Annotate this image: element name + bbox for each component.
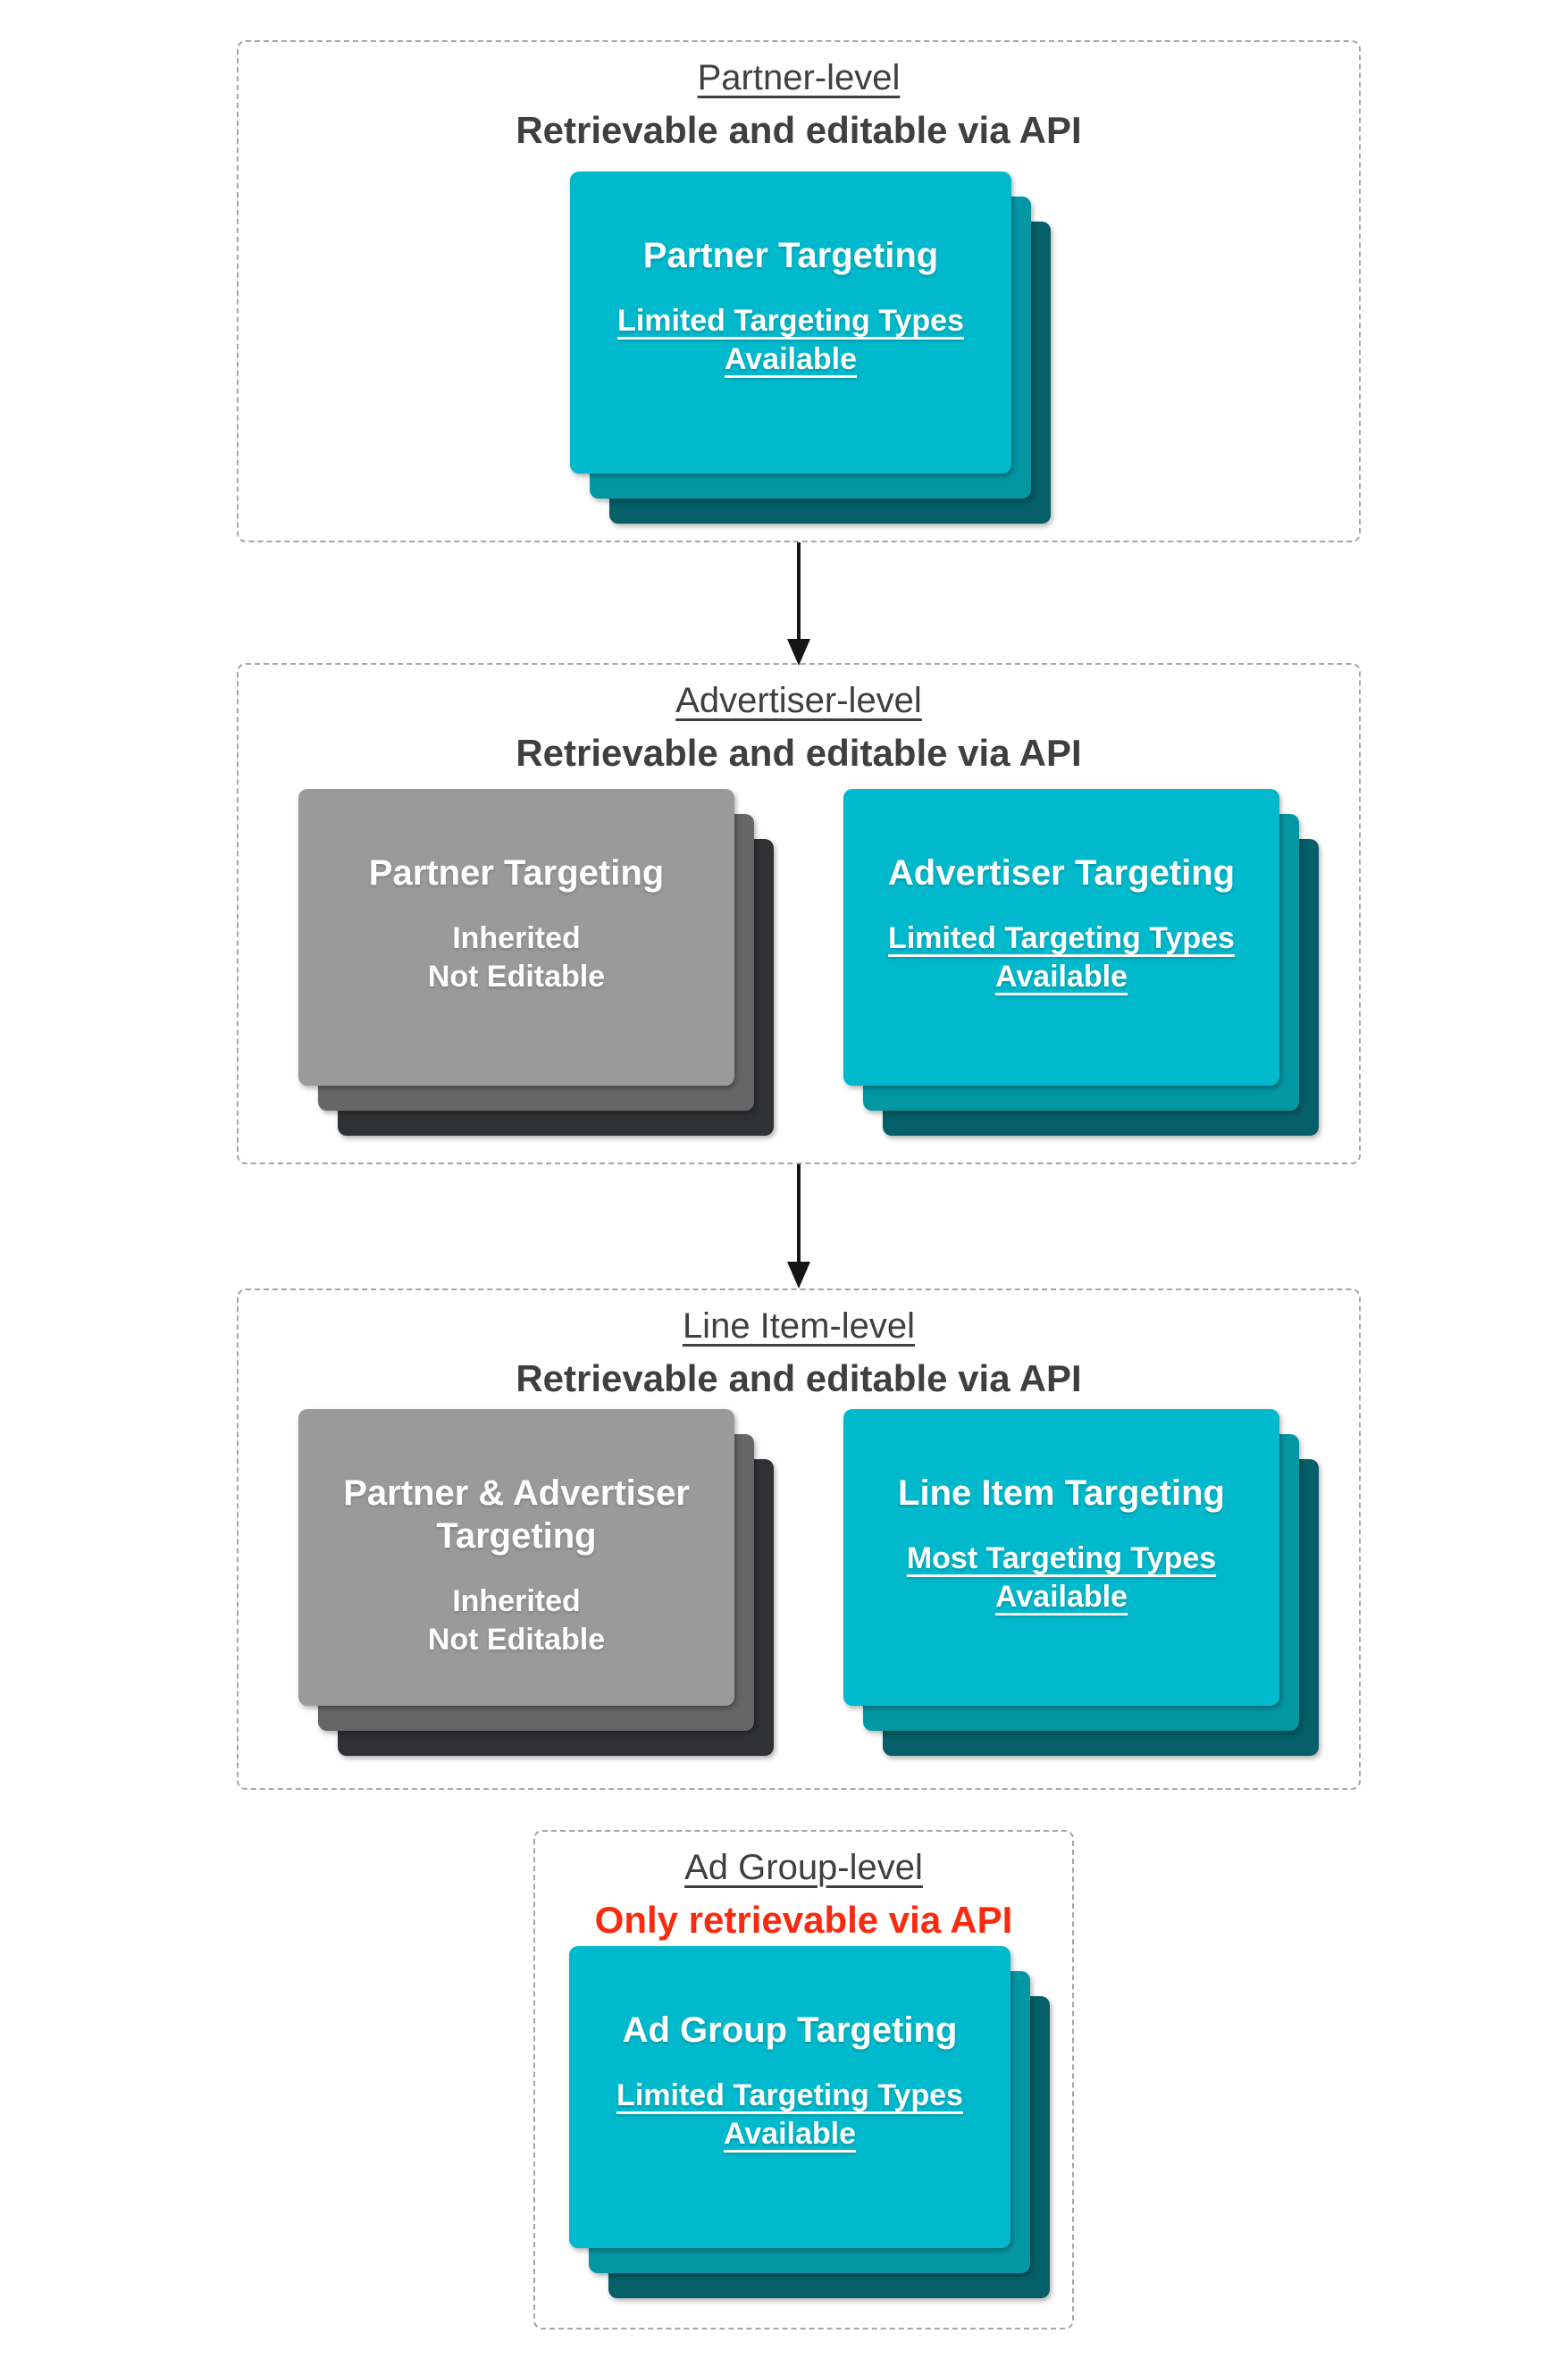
section-title: Line Item-level — [682, 1306, 916, 1346]
card-body-line: Limited Targeting Types — [617, 304, 964, 338]
section-subtitle: Retrievable and editable via API — [516, 1357, 1082, 1399]
card-advertiser-targeting: Advertiser Targeting Limited Targeting T… — [843, 789, 1279, 1086]
section-title: Ad Group-level — [684, 1848, 923, 1887]
card-stack-advertiser-targeting: Advertiser Targeting Limited Targeting T… — [843, 789, 1319, 1136]
arrow-shaft — [797, 1164, 801, 1262]
section-title: Partner-level — [697, 58, 901, 97]
section-advertiser-level: Advertiser-level Retrievable and editabl… — [237, 663, 1361, 1164]
arrow-head-icon — [787, 1262, 810, 1288]
card-title: Line Item Targeting — [898, 1473, 1225, 1513]
arrow-down-2 — [787, 1164, 810, 1288]
card-stack-ad-group-targeting: Ad Group Targeting Limited Targeting Typ… — [569, 1946, 1050, 2298]
arrow-shaft — [797, 542, 801, 639]
arrow-head-icon — [787, 639, 810, 666]
card-body-line: Not Editable — [427, 1622, 606, 1657]
card-title: Ad Group Targeting — [622, 2010, 958, 2050]
card-body-line: Available — [994, 1579, 1128, 1614]
card-body-line: Limited Targeting Types — [888, 921, 1235, 955]
section-subtitle: Only retrievable via API — [594, 1899, 1013, 1941]
card-body-line: Most Targeting Types — [906, 1541, 1217, 1575]
card-body: Inherited Not Editable — [428, 1582, 605, 1658]
card-body: Inherited Not Editable — [428, 919, 605, 995]
section-ad-group-level: Ad Group-level Only retrievable via API … — [533, 1830, 1074, 2329]
card-stack-partner-targeting-inherited: Partner Targeting Inherited Not Editable — [298, 789, 774, 1136]
card-ad-group-targeting: Ad Group Targeting Limited Targeting Typ… — [569, 1946, 1010, 2248]
card-line-item-targeting: Line Item Targeting Most Targeting Types… — [843, 1409, 1279, 1706]
card-body-line: Available — [994, 959, 1128, 994]
card-body-line: Limited Targeting Types — [616, 2078, 963, 2112]
card-body: Limited Targeting Types Available — [888, 919, 1235, 995]
card-body: Most Targeting Types Available — [907, 1540, 1216, 1616]
section-partner-level: Partner-level Retrievable and editable v… — [237, 40, 1361, 542]
section-title: Advertiser-level — [675, 681, 922, 720]
card-body-line: Inherited — [452, 1584, 581, 1618]
card-body-line: Not Editable — [427, 959, 606, 994]
section-line-item-level: Line Item-level Retrievable and editable… — [237, 1288, 1361, 1790]
card-body-line: Available — [723, 2116, 857, 2151]
card-title: Partner Targeting — [642, 236, 939, 275]
section-subtitle: Retrievable and editable via API — [516, 732, 1082, 774]
card-stack-partner-targeting: Partner Targeting Limited Targeting Type… — [570, 172, 1051, 524]
section-subtitle: Retrievable and editable via API — [516, 109, 1082, 151]
card-title: Partner Targeting — [368, 853, 665, 893]
card-partner-advertiser-targeting: Partner & Advertiser Targeting Inherited… — [298, 1409, 734, 1706]
card-stack-line-item-targeting: Line Item Targeting Most Targeting Types… — [843, 1409, 1319, 1756]
card-body: Limited Targeting Types Available — [617, 302, 964, 378]
card-partner-targeting-inherited: Partner Targeting Inherited Not Editable — [298, 789, 734, 1086]
card-body-line: Available — [724, 341, 858, 376]
card-title: Partner & Advertiser Targeting — [343, 1473, 690, 1556]
card-partner-targeting: Partner Targeting Limited Targeting Type… — [570, 172, 1011, 474]
arrow-down-1 — [787, 542, 810, 666]
card-body-line: Inherited — [452, 921, 581, 955]
card-stack-partner-advertiser-targeting: Partner & Advertiser Targeting Inherited… — [298, 1409, 774, 1756]
card-body: Limited Targeting Types Available — [616, 2077, 963, 2153]
card-title: Advertiser Targeting — [887, 853, 1236, 893]
